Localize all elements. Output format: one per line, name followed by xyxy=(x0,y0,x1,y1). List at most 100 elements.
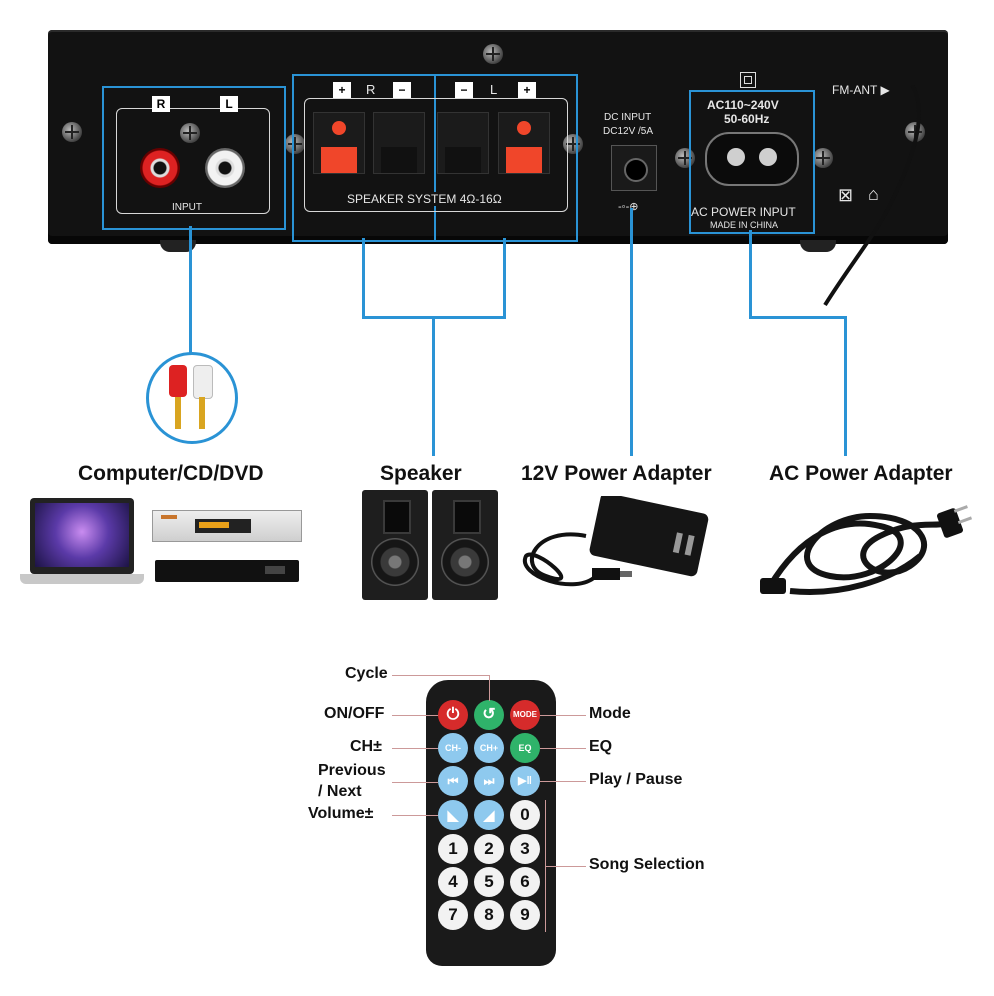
digit-8-button[interactable]: 8 xyxy=(474,900,504,930)
connector-line xyxy=(749,230,752,318)
screw-icon xyxy=(563,134,583,154)
made-in-label: MADE IN CHINA xyxy=(710,220,779,230)
connector-line xyxy=(503,238,506,318)
fm-antenna-wire xyxy=(823,85,921,307)
ac-freq-label: 50-60Hz xyxy=(724,112,770,126)
fm-ant-label: FM-ANT ▶ xyxy=(832,83,890,97)
connector-line xyxy=(844,316,847,456)
digit-1-button[interactable]: 1 xyxy=(438,834,468,864)
computer-cd-dvd-title: Computer/CD/DVD xyxy=(78,462,264,485)
previous-button[interactable]: ⏮ xyxy=(438,766,468,796)
ac-socket xyxy=(705,132,799,186)
volume-up-button[interactable]: ◢ xyxy=(474,800,504,830)
speaker-terminal-plus-l xyxy=(498,112,550,174)
rca-cable-image xyxy=(146,352,238,444)
input-highlight-box xyxy=(102,86,286,230)
input-l-label: L xyxy=(220,96,238,112)
dc-jack xyxy=(611,145,657,191)
mode-button[interactable]: MODE xyxy=(510,700,540,730)
callout-line xyxy=(545,866,586,867)
on-off-label: ON/OFF xyxy=(324,705,385,722)
play-pause-button[interactable]: ▶‖ xyxy=(510,766,540,796)
eq-button[interactable]: EQ xyxy=(510,733,540,763)
12v-adapter-title: 12V Power Adapter xyxy=(521,462,712,485)
digit-0-button[interactable]: 0 xyxy=(510,800,540,830)
screw-icon xyxy=(813,148,833,168)
indoor-use-icon: ⌂ xyxy=(868,184,879,204)
input-r-label: R xyxy=(152,96,170,112)
panel-foot xyxy=(160,240,196,252)
cycle-button[interactable]: ↺ xyxy=(474,700,504,730)
dc-spec-label: DC12V /5A xyxy=(603,126,654,137)
volume-down-button[interactable]: ◣ xyxy=(438,800,468,830)
play-pause-label: Play / Pause xyxy=(589,771,683,788)
speaker-terminal-minus-r xyxy=(373,112,425,174)
screw-icon xyxy=(180,123,200,143)
digit-6-button[interactable]: 6 xyxy=(510,867,540,897)
song-selection-label: Song Selection xyxy=(589,856,705,873)
polarity-icon: -◦-⊕ xyxy=(618,201,639,213)
digit-9-button[interactable]: 9 xyxy=(510,900,540,930)
connector-line xyxy=(630,208,633,456)
digit-4-button[interactable]: 4 xyxy=(438,867,468,897)
mode-label: Mode xyxy=(589,705,631,722)
laptop-base xyxy=(20,574,144,584)
speaker-title: Speaker xyxy=(380,462,462,485)
digit-3-button[interactable]: 3 xyxy=(510,834,540,864)
input-label: INPUT xyxy=(166,202,208,213)
ac-cord-image xyxy=(760,505,973,595)
screw-icon xyxy=(285,134,305,154)
dvd-player-image xyxy=(155,560,299,582)
callout-line xyxy=(392,715,438,716)
connector-line xyxy=(432,316,435,456)
next-button[interactable]: ⏭ xyxy=(474,766,504,796)
callout-line xyxy=(545,800,546,932)
ac-adapter-title: AC Power Adapter xyxy=(769,462,953,485)
ac-input-highlight-box xyxy=(689,90,815,234)
connector-line xyxy=(189,226,192,356)
screw-icon xyxy=(62,122,82,142)
speaker-r-label: R xyxy=(366,82,376,97)
speaker-right-image xyxy=(432,490,498,600)
speaker-l-highlight-box xyxy=(434,74,578,242)
speaker-plus-l-label: + xyxy=(518,82,536,98)
laptop-image xyxy=(30,498,134,574)
callout-line xyxy=(540,715,586,716)
speaker-minus-r-label: − xyxy=(393,82,411,98)
digit-7-button[interactable]: 7 xyxy=(438,900,468,930)
connector-line xyxy=(362,238,365,318)
speaker-terminal-plus-r xyxy=(313,112,365,174)
callout-line xyxy=(540,748,586,749)
speaker-terminal-minus-l xyxy=(437,112,489,174)
cycle-label: Cycle xyxy=(345,665,388,682)
digit-2-button[interactable]: 2 xyxy=(474,834,504,864)
ch-label: CH± xyxy=(350,738,382,755)
weee-bin-icon: ⊠ xyxy=(838,185,854,205)
double-insulation-icon xyxy=(740,72,756,88)
callout-line xyxy=(392,782,438,783)
previous-next-label: Previous / Next xyxy=(318,762,386,800)
ch-plus-button[interactable]: CH+ xyxy=(474,733,504,763)
power-button[interactable]: ⏻ xyxy=(438,700,468,730)
ch-minus-button[interactable]: CH- xyxy=(438,733,468,763)
speaker-plus-r-label: + xyxy=(333,82,351,98)
speaker-minus-l-label: − xyxy=(455,82,473,98)
connector-line xyxy=(749,316,847,319)
dc-input-label: DC INPUT xyxy=(604,112,652,123)
rca-red-jack xyxy=(140,148,180,188)
cd-player-image xyxy=(152,510,302,542)
callout-line xyxy=(489,675,490,701)
callout-line xyxy=(540,781,586,782)
digit-5-button[interactable]: 5 xyxy=(474,867,504,897)
rca-white-jack xyxy=(205,148,245,188)
callout-line xyxy=(392,748,438,749)
input-plate xyxy=(116,108,270,214)
screw-icon xyxy=(483,44,503,64)
speaker-left-image xyxy=(362,490,428,600)
speaker-system-label: SPEAKER SYSTEM 4Ω-16Ω xyxy=(344,192,505,206)
ac-range-label: AC110~240V xyxy=(707,98,779,112)
12v-adapter-image xyxy=(522,496,709,587)
callout-line xyxy=(392,815,438,816)
speaker-l-label: L xyxy=(490,82,498,97)
eq-label: EQ xyxy=(589,738,613,755)
